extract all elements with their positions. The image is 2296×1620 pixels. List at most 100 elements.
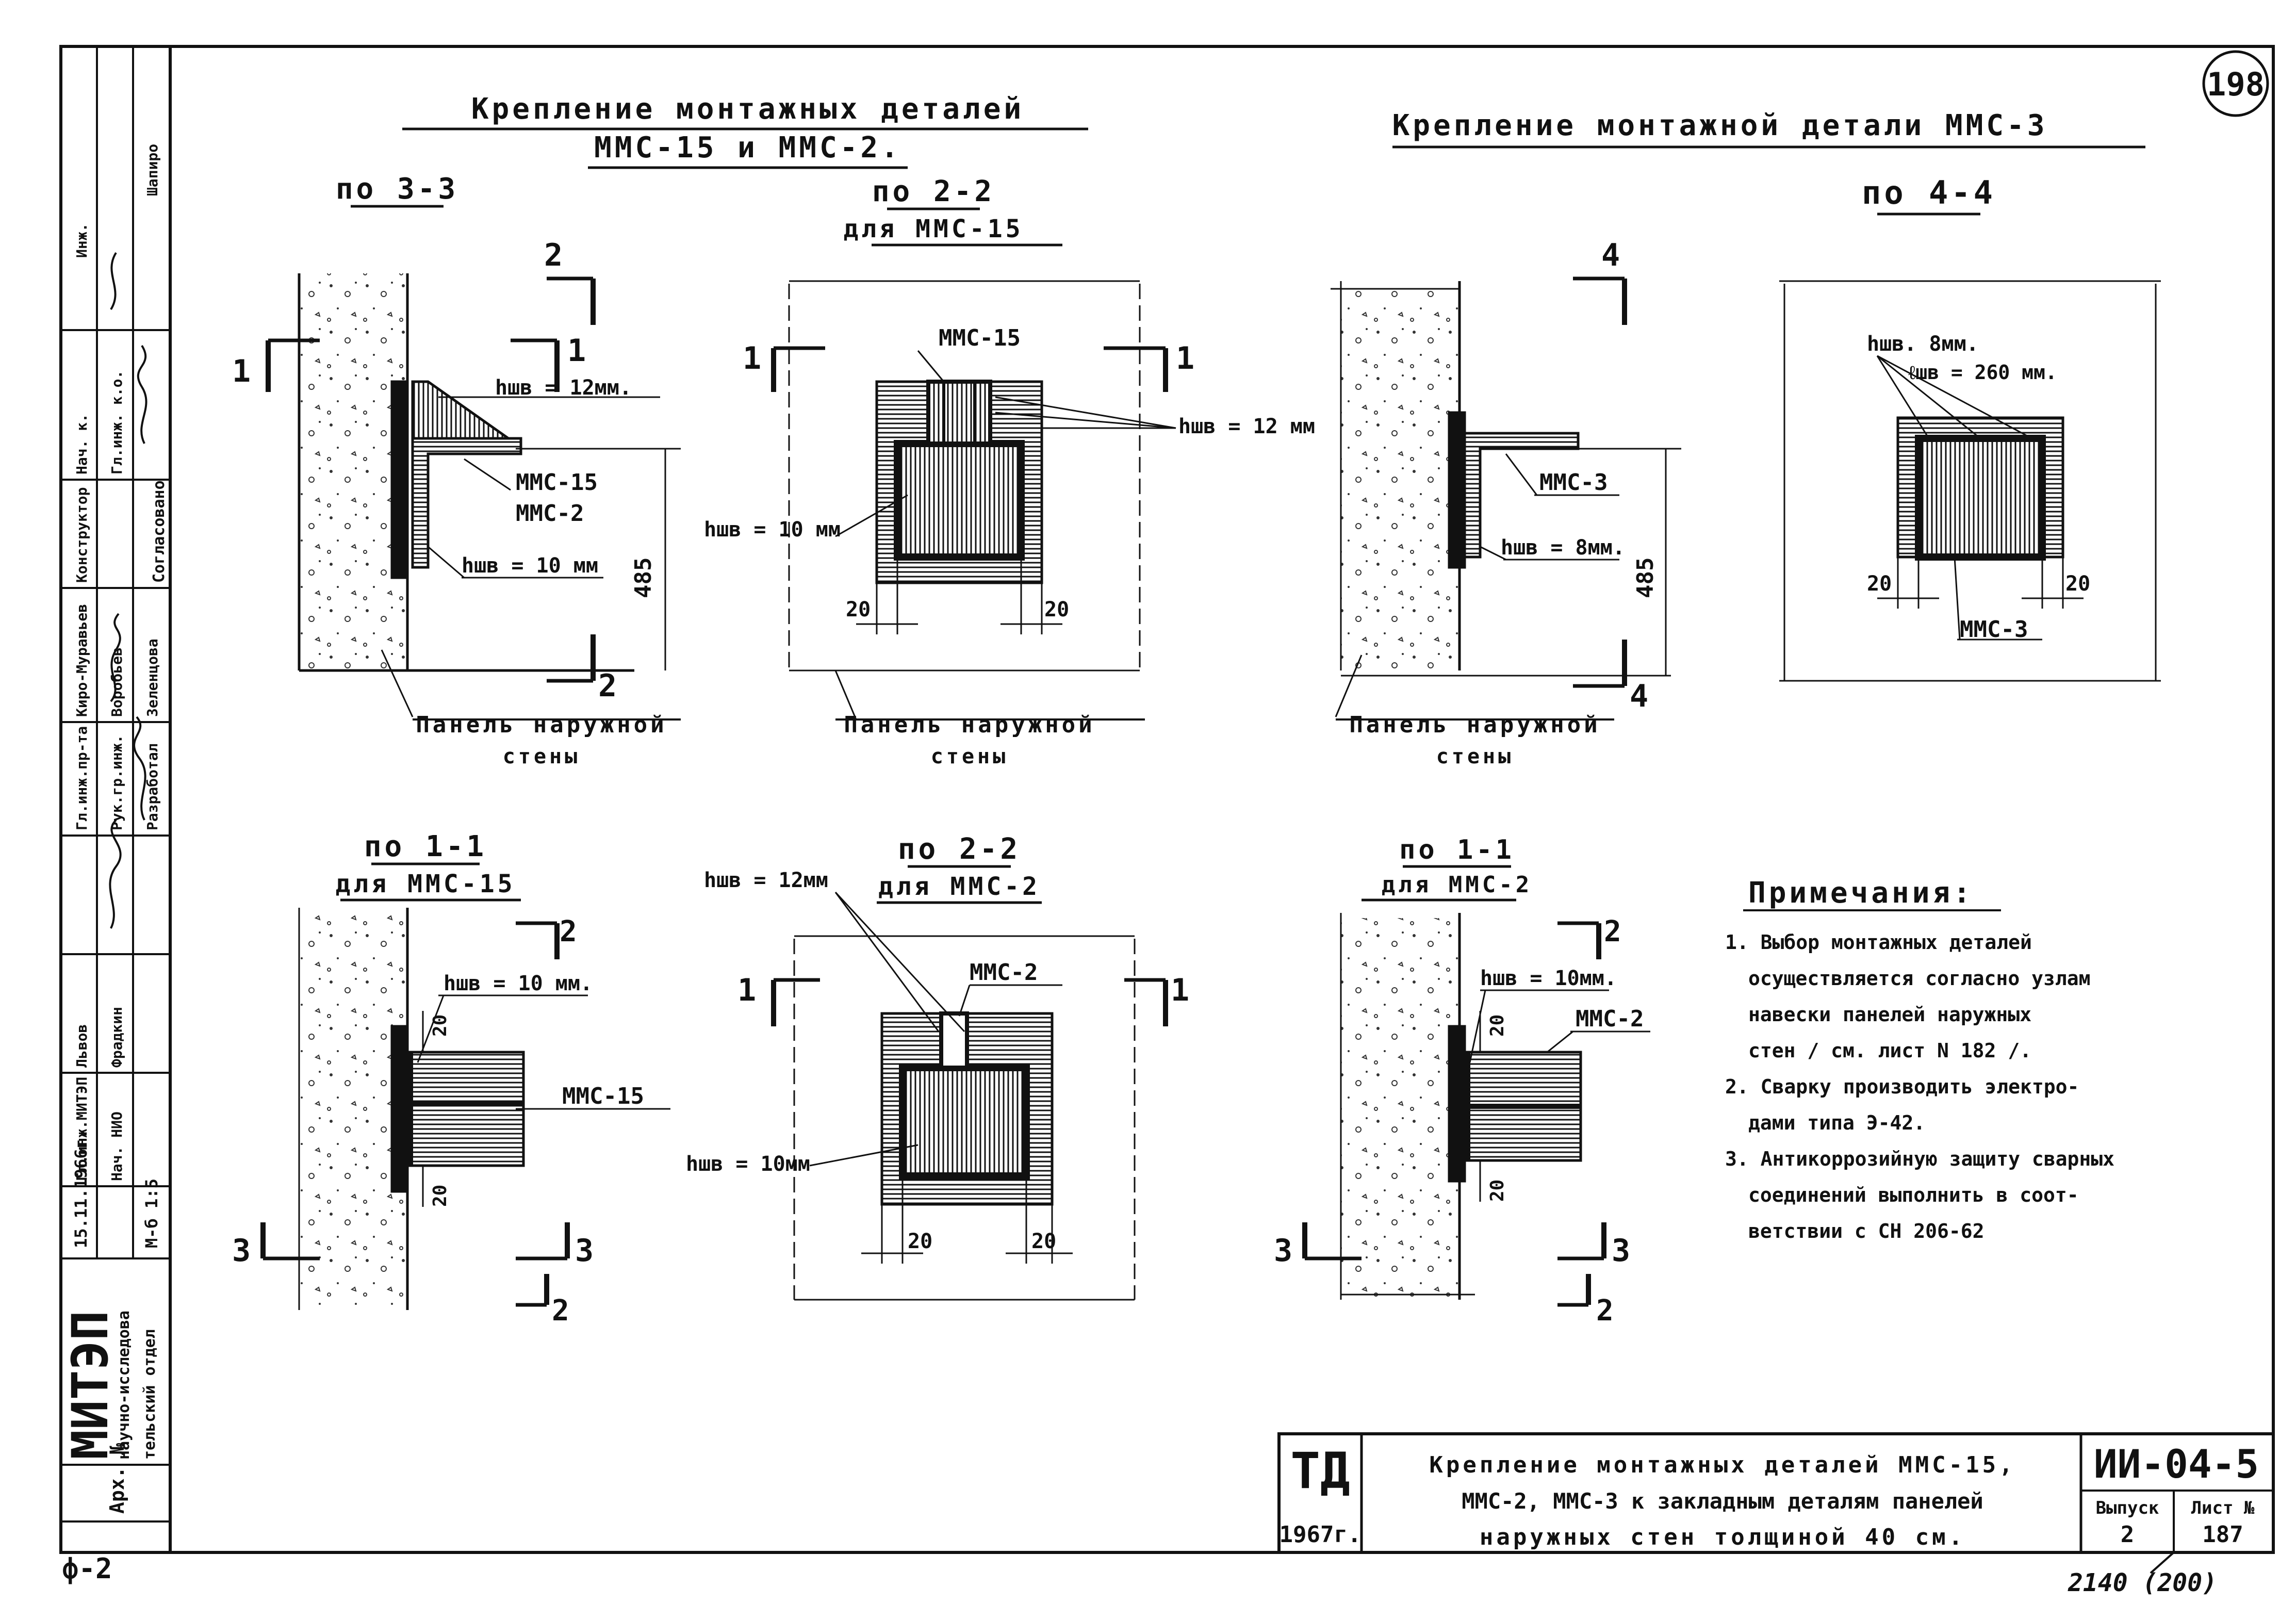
section-22b-title: по 2-2 xyxy=(898,832,1021,866)
v3-mms3: ММС-3 xyxy=(1539,469,1608,496)
v1-mms2: ММС-2 xyxy=(516,500,584,527)
stamp-org: МИТЭП xyxy=(61,1311,119,1460)
sheet-number-circle xyxy=(2202,50,2269,117)
v3-cut-4-bottom: 4 xyxy=(1630,678,1648,714)
sheet-number: 198 xyxy=(2207,66,2265,103)
notes-line-2: осуществляется согласно узлам xyxy=(1748,967,2090,990)
notes-line-6: дами типа Э-42. xyxy=(1748,1111,1925,1134)
stamp-role-3: Гл.инж.пр-та xyxy=(73,726,90,830)
v5-cut-2-bottom: 2 xyxy=(552,1294,569,1328)
stamp-name-3: Киро-Муравьев xyxy=(73,604,90,717)
v3-wall-label-1: Панель наружной xyxy=(1349,712,1600,738)
v6-dim-20-left: 20 xyxy=(908,1230,932,1253)
v5-cut-3-right: 3 xyxy=(575,1233,594,1269)
notes-line-8: соединений выполнить в соот- xyxy=(1748,1184,2079,1206)
v3-cut-4-top: 4 xyxy=(1601,237,1620,273)
view-section-22a xyxy=(771,280,1176,720)
v7-cut-3-right: 3 xyxy=(1612,1233,1630,1269)
stamp-date: 15.11.1966г. xyxy=(71,1129,91,1248)
section-11a-subtitle: для ММС-15 xyxy=(336,870,516,898)
sheet-corner-note: 2140 (200) xyxy=(2068,1568,2217,1597)
stamp-role-9: Инж. xyxy=(73,223,90,258)
stamp-role-4: Рук.гр.инж. xyxy=(108,735,125,830)
v6-cut-1-left: 1 xyxy=(737,972,756,1008)
v5-dim-20-bottom: 20 xyxy=(430,1185,451,1207)
stamp-role-2: Нач. НИО xyxy=(108,1111,125,1181)
v1-cut-2-bottom: 2 xyxy=(598,668,617,704)
v2-hw12: hшв = 12 мм xyxy=(1178,415,1315,438)
notes-line-4: стен / см. лист N 182 /. xyxy=(1748,1039,2031,1062)
stamp-name-5: Зеленцова xyxy=(144,639,161,717)
v2-wall-label-1: Панель наружной xyxy=(844,712,1095,738)
tb-logo: ТД xyxy=(1290,1442,1350,1500)
notes-line-5: 2. Сварку производить электро- xyxy=(1725,1075,2079,1098)
v7-mms2: ММС-2 xyxy=(1576,1006,1644,1032)
format-label: ф-2 xyxy=(62,1552,112,1585)
tb-title-2: ММС-2, ММС-3 к закладным деталям панелей xyxy=(1462,1488,1983,1514)
title-block xyxy=(1277,1432,2275,1554)
stamp-archive: Арх. № xyxy=(106,1443,128,1514)
v1-mms15: ММС-15 xyxy=(516,469,598,496)
v4-hw8: hшв. 8мм. xyxy=(1867,332,1979,356)
v3-dim-485: 485 xyxy=(1632,558,1659,598)
stamp-name-6: Шапиро xyxy=(144,144,161,196)
v3-hw8: hшв = 8мм. xyxy=(1501,536,1625,560)
v1-cut-1-left: 1 xyxy=(232,353,251,389)
outer-frame xyxy=(59,45,2275,1554)
v6-mms2: ММС-2 xyxy=(970,959,1038,986)
v1-cut-1-right: 1 xyxy=(567,333,586,369)
v1-wall-label-1: Панель наружной xyxy=(416,712,667,738)
v2-wall-label-2: стены xyxy=(931,745,1008,768)
left-heading-line2: ММС-15 и ММС-2. xyxy=(594,131,901,165)
v2-cut-1-left: 1 xyxy=(743,340,761,377)
v4-lw260: ℓшв = 260 мм. xyxy=(1908,361,2057,384)
stamp-role-7: Нач. к. xyxy=(73,414,90,474)
tb-issue-label: Выпуск xyxy=(2096,1498,2159,1518)
v5-cut-2-top: 2 xyxy=(560,915,577,948)
v6-cut-1-right: 1 xyxy=(1171,972,1189,1008)
tb-sheet-value: 187 xyxy=(2202,1521,2243,1548)
section-11a-title: по 1-1 xyxy=(364,830,487,863)
section-22b-subtitle: для ММС-2 xyxy=(878,872,1040,901)
section-11b-title: по 1-1 xyxy=(1399,834,1515,865)
v6-hw12: hшв = 12мм xyxy=(704,869,828,892)
v2-mms15: ММС-15 xyxy=(939,325,1021,351)
v7-hw10: hшв = 10мм. xyxy=(1480,967,1617,990)
stamp-role-1: Гл.инж.МИТЭП xyxy=(73,1077,90,1181)
v2-dim-20-left: 20 xyxy=(846,598,871,621)
v2-cut-1-right: 1 xyxy=(1176,340,1194,377)
v6-dim-20-right: 20 xyxy=(1031,1230,1056,1253)
v7-dim-20-top: 20 xyxy=(1487,1014,1508,1037)
v7-cut-2-top: 2 xyxy=(1604,915,1621,948)
section-title-underlines xyxy=(340,205,1980,904)
tb-sheet-label: Лист № xyxy=(2191,1498,2255,1518)
notes-line-9: ветствии с СН 206-62 xyxy=(1748,1220,1985,1242)
right-heading: Крепление монтажной детали ММС-3 xyxy=(1392,109,2048,142)
stamp-agreed: Согласовано xyxy=(150,480,168,583)
view-section-11b xyxy=(1302,913,1650,1307)
v7-cut-2-bottom: 2 xyxy=(1596,1294,1614,1328)
v3-wall-label-2: стены xyxy=(1436,745,1514,768)
stamp-org-sub1: научно-исследова xyxy=(115,1311,133,1460)
side-stamp xyxy=(61,46,170,1523)
v5-cut-3-left: 3 xyxy=(232,1233,251,1269)
tb-code: ИИ-04-5 xyxy=(2094,1441,2259,1487)
v5-hw10: hшв = 10 мм. xyxy=(444,972,593,995)
v1-cut-2-top: 2 xyxy=(544,237,563,273)
view-section-44-angle xyxy=(1331,276,1681,717)
stamp-scale: М-б 1:5 xyxy=(142,1179,161,1248)
section-33-title: по 3-3 xyxy=(336,172,458,206)
stamp-name-2: Фрадкин xyxy=(108,1007,125,1068)
tb-title-1: Крепление монтажных деталей ММС-15, xyxy=(1429,1452,2015,1478)
v1-dim-485: 485 xyxy=(630,558,657,598)
v5-dim-20-top: 20 xyxy=(430,1014,451,1037)
view-section-44 xyxy=(1779,280,2161,682)
section-11b-subtitle: для ММС-2 xyxy=(1382,872,1532,898)
view-section-22b xyxy=(771,891,1168,1301)
v7-cut-3-left: 3 xyxy=(1274,1233,1292,1269)
section-44-title: по 4-4 xyxy=(1862,174,1996,211)
signature-marks xyxy=(109,252,147,929)
v4-dim-20-left: 20 xyxy=(1867,572,1892,596)
stamp-name-1: Львов xyxy=(73,1024,90,1068)
